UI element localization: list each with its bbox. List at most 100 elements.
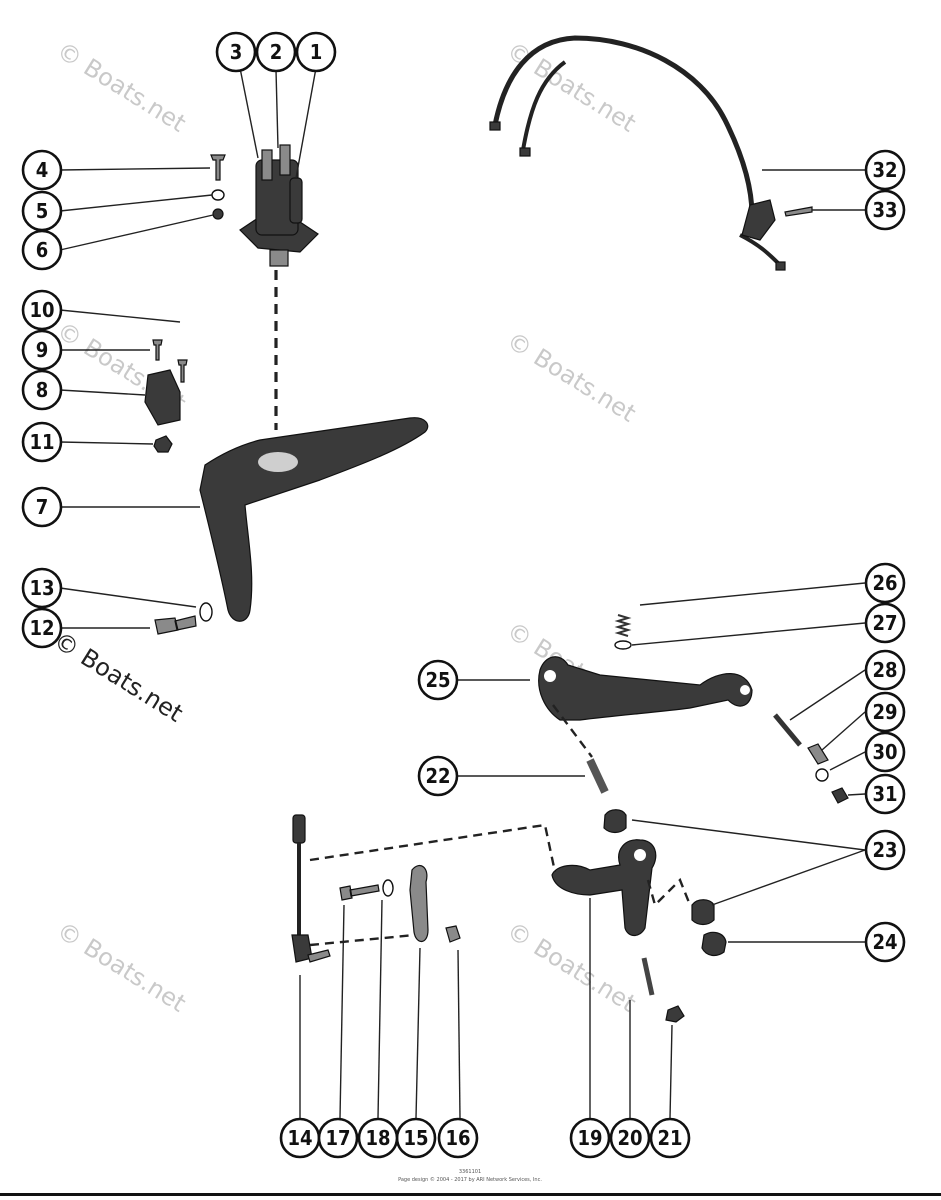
shift-arm-drawing bbox=[551, 839, 657, 937]
callout-circle bbox=[864, 731, 906, 773]
watermark-text: © Boats.net bbox=[52, 916, 191, 1017]
callout-5: 5 bbox=[21, 190, 63, 232]
callout-circle bbox=[21, 369, 63, 411]
watermark-text: © Boats.net bbox=[502, 326, 641, 427]
callout-circle bbox=[317, 1117, 359, 1159]
watermarks: © Boats.net © Boats.net © Boats.net © Bo… bbox=[49, 36, 641, 1017]
callout-30: 30 bbox=[864, 731, 906, 773]
washer-drawing bbox=[815, 768, 829, 782]
callout-number: 7 bbox=[36, 495, 49, 519]
callout-7: 7 bbox=[21, 486, 63, 528]
callout-circle bbox=[864, 649, 906, 691]
spring-drawing bbox=[614, 614, 632, 637]
callout-circle bbox=[864, 773, 906, 815]
footer-id: 3361101 bbox=[459, 1169, 481, 1175]
callout-23: 23 bbox=[864, 829, 906, 871]
callout-4: 4 bbox=[21, 149, 63, 191]
callout-circle bbox=[649, 1117, 691, 1159]
cable-drawing bbox=[291, 814, 331, 963]
shift-lever-drawing bbox=[538, 656, 753, 721]
callout-circle bbox=[864, 691, 906, 733]
bushing-drawing bbox=[603, 809, 627, 834]
stud-drawing bbox=[641, 957, 655, 996]
assembly-lines bbox=[274, 270, 692, 947]
pin-drawing bbox=[773, 713, 802, 747]
terminal-block-drawing bbox=[144, 369, 181, 426]
callout-number: 17 bbox=[325, 1126, 350, 1150]
callout-circle bbox=[864, 829, 906, 871]
link-drawing bbox=[409, 865, 429, 943]
callout-circle bbox=[864, 602, 906, 644]
callout-circle bbox=[864, 149, 906, 191]
bracket-drawing bbox=[199, 417, 429, 622]
spacer-drawing bbox=[807, 743, 829, 765]
nut-drawing bbox=[445, 925, 461, 943]
callout-number: 16 bbox=[445, 1126, 470, 1150]
callout-number: 33 bbox=[872, 198, 897, 222]
callout-number: 23 bbox=[872, 838, 897, 862]
part-drawings bbox=[144, 35, 849, 1023]
callout-number: 22 bbox=[425, 764, 450, 788]
callout-1: 1 bbox=[295, 31, 337, 73]
screw-drawing bbox=[152, 339, 163, 361]
callout-18: 18 bbox=[357, 1117, 399, 1159]
washer-drawing bbox=[382, 879, 394, 897]
callout-circle bbox=[437, 1117, 479, 1159]
callout-circle bbox=[609, 1117, 651, 1159]
callout-16: 16 bbox=[437, 1117, 479, 1159]
callout-circle bbox=[21, 421, 63, 463]
callout-number: 5 bbox=[36, 199, 49, 223]
callout-number: 1 bbox=[310, 40, 323, 64]
callout-number: 15 bbox=[403, 1126, 428, 1150]
callout-circle bbox=[21, 567, 63, 609]
screw-drawing bbox=[177, 359, 188, 383]
callout-number: 9 bbox=[36, 338, 49, 362]
callout-33: 33 bbox=[864, 189, 906, 231]
bushing-drawing bbox=[701, 931, 727, 957]
callout-24: 24 bbox=[864, 921, 906, 963]
callout-circle bbox=[357, 1117, 399, 1159]
watermark-text: © Boats.net bbox=[502, 916, 641, 1017]
callout-circle bbox=[864, 189, 906, 231]
callout-number: 11 bbox=[29, 430, 54, 454]
callout-circle bbox=[215, 31, 257, 73]
callout-circle bbox=[417, 755, 459, 797]
wire-harness-drawing bbox=[489, 35, 813, 271]
callout-circle bbox=[569, 1117, 611, 1159]
callout-22: 22 bbox=[417, 755, 459, 797]
callout-circle bbox=[21, 229, 63, 271]
bushing-drawing bbox=[691, 899, 715, 926]
callout-9: 9 bbox=[21, 329, 63, 371]
callout-11: 11 bbox=[21, 421, 63, 463]
callout-12: 12 bbox=[21, 607, 63, 649]
nut-drawing bbox=[831, 787, 849, 804]
callout-28: 28 bbox=[864, 649, 906, 691]
callout-20: 20 bbox=[609, 1117, 651, 1159]
callout-circle bbox=[295, 31, 337, 73]
solenoid-drawing bbox=[239, 144, 319, 267]
leader-lines bbox=[59, 67, 866, 1119]
washer-drawing bbox=[614, 640, 632, 650]
callout-number: 19 bbox=[577, 1126, 602, 1150]
callout-15: 15 bbox=[395, 1117, 437, 1159]
watermark-dark-text: © Boats.net bbox=[49, 626, 188, 727]
callout-number: 30 bbox=[872, 740, 897, 764]
nut-drawing bbox=[665, 1005, 685, 1023]
callout-number: 29 bbox=[872, 700, 897, 724]
callout-circle bbox=[21, 607, 63, 649]
callout-circle bbox=[864, 562, 906, 604]
callout-number: 21 bbox=[657, 1126, 682, 1150]
callout-circle bbox=[21, 149, 63, 191]
callout-number: 12 bbox=[29, 616, 54, 640]
callout-25: 25 bbox=[417, 659, 459, 701]
bolt-drawing bbox=[339, 884, 380, 901]
pin-drawing bbox=[586, 758, 609, 794]
callout-3: 3 bbox=[215, 31, 257, 73]
callout-number: 6 bbox=[36, 238, 49, 262]
callout-32: 32 bbox=[864, 149, 906, 191]
callout-number: 3 bbox=[230, 40, 243, 64]
nut-drawing bbox=[153, 435, 173, 453]
callout-circle bbox=[255, 31, 297, 73]
callout-number: 28 bbox=[872, 658, 897, 682]
